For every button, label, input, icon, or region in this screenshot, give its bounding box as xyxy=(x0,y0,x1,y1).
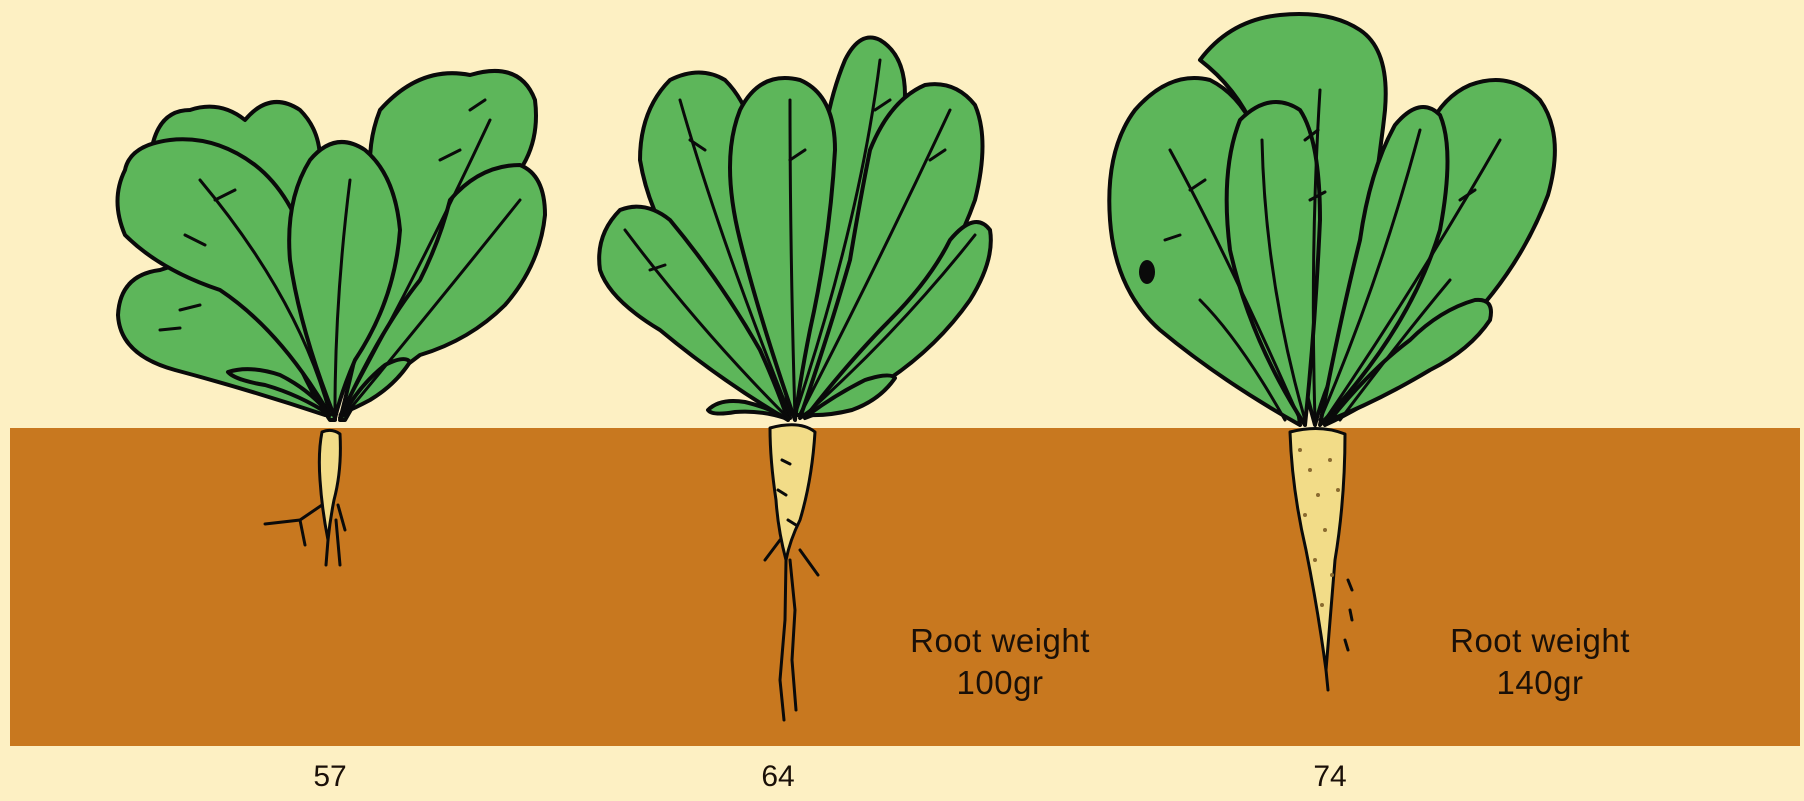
root-weight-label-64: Root weight 100gr xyxy=(880,620,1120,704)
root-weight-label-74: Root weight 140gr xyxy=(1420,620,1660,704)
stage-number-3: 74 xyxy=(1290,760,1370,794)
plant-stage-74 xyxy=(1109,14,1555,690)
plant-stage-64 xyxy=(599,38,991,721)
root-weight-value: 100gr xyxy=(880,662,1120,704)
stage-number-1: 57 xyxy=(290,760,370,794)
stage-number-2: 64 xyxy=(738,760,818,794)
plant-1-roots xyxy=(265,430,345,565)
plant-3-leaves xyxy=(1109,14,1555,425)
plant-3-roots xyxy=(1290,428,1352,690)
root-weight-value: 140gr xyxy=(1420,662,1660,704)
root-weight-title: Root weight xyxy=(1420,620,1660,662)
root-weight-title: Root weight xyxy=(880,620,1120,662)
plant-stage-57 xyxy=(118,71,546,565)
plant-2-leaves xyxy=(599,38,991,421)
plant-1-leaves xyxy=(118,71,546,420)
plant-2-roots xyxy=(765,425,818,720)
